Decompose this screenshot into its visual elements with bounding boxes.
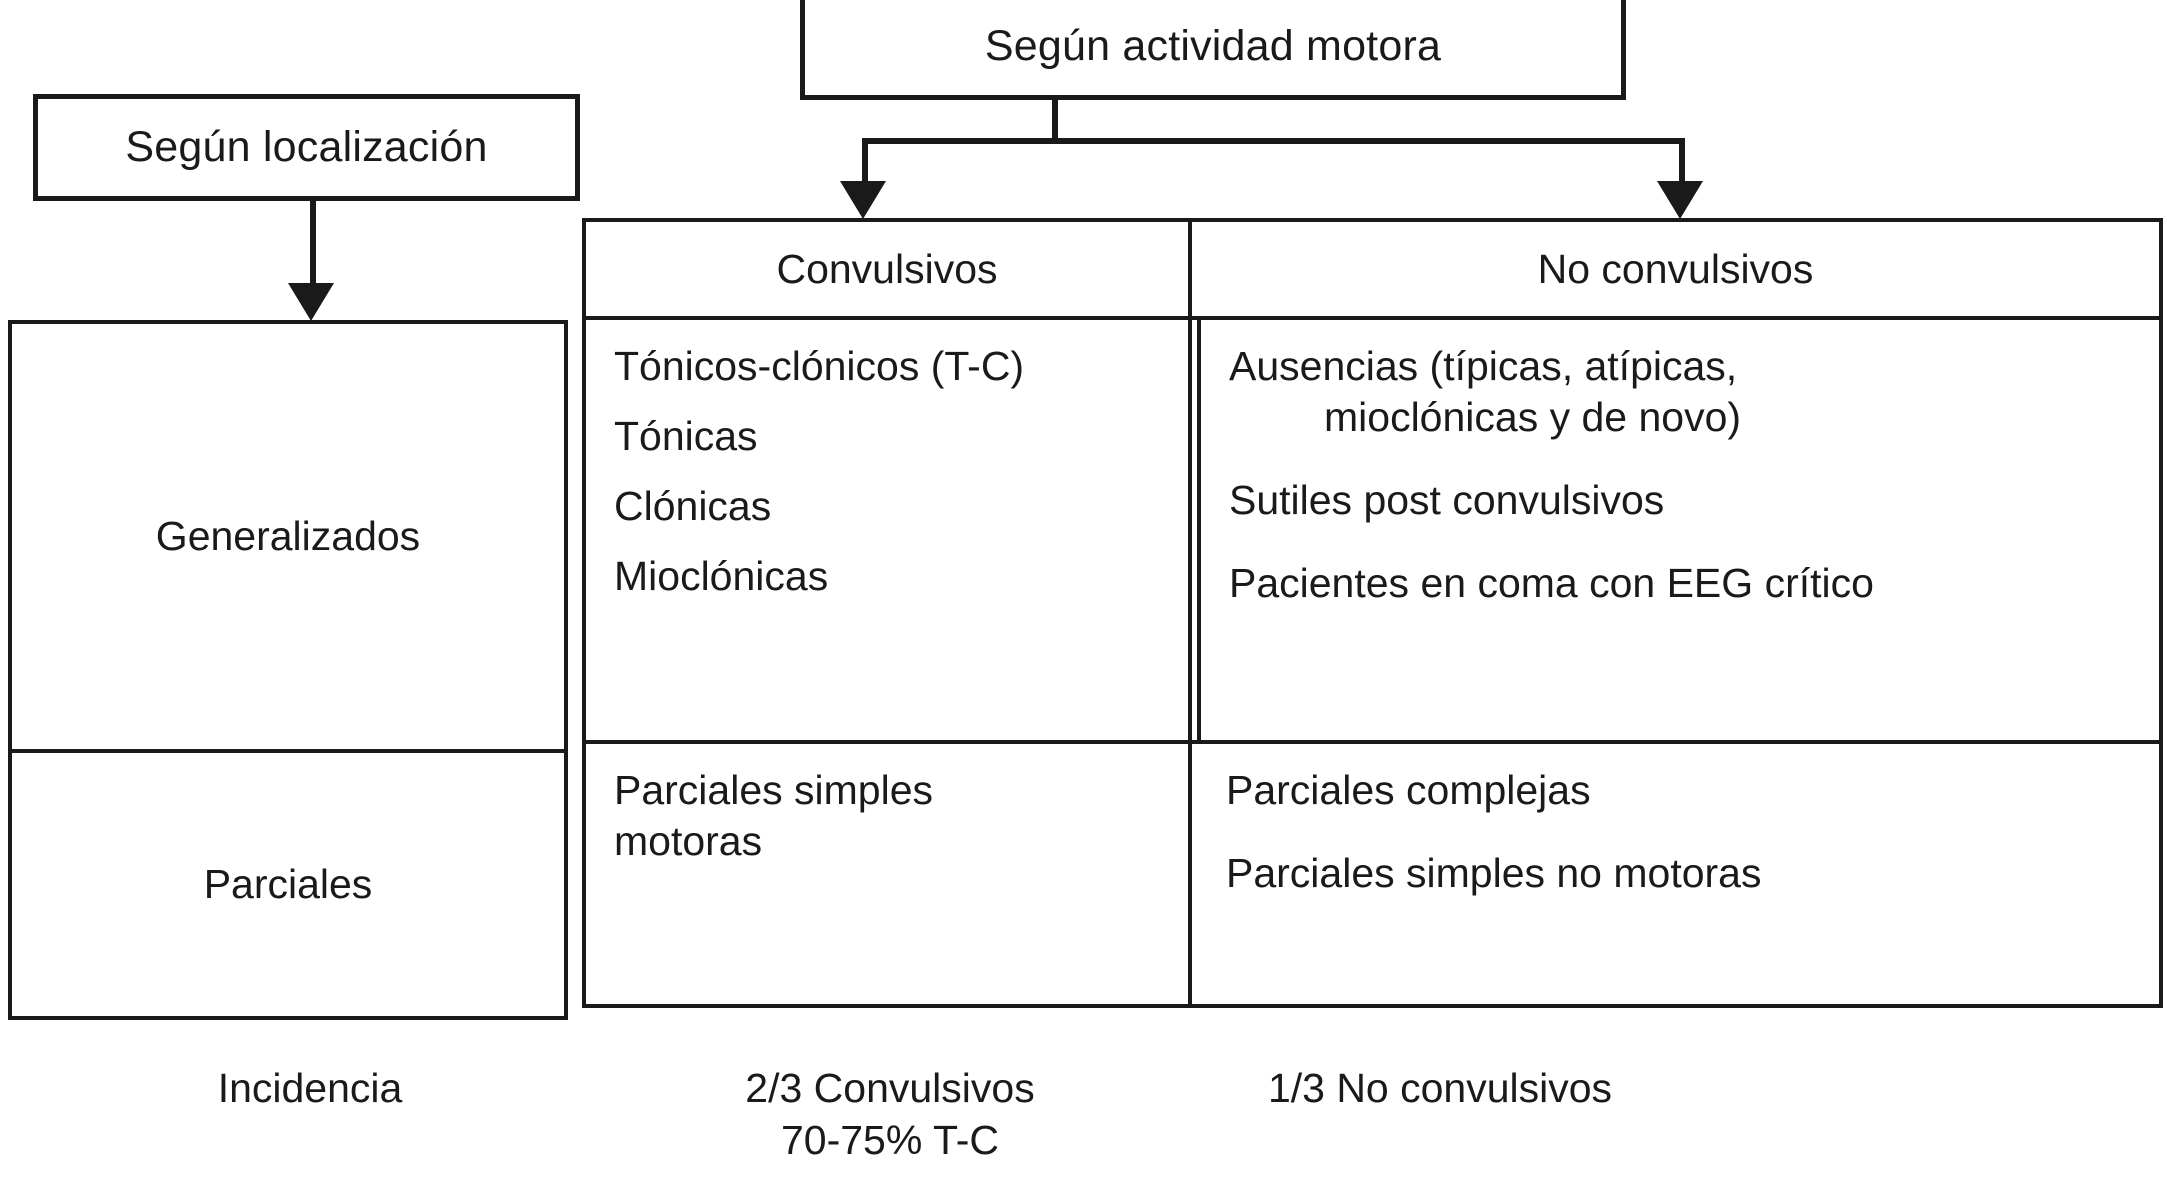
connector-actividad-stem xyxy=(1052,100,1058,142)
incidence-convulsivos-line2: 70-75% T-C xyxy=(780,1117,999,1164)
cell-parciales-no-convulsivos: Parciales complejas Parciales simples no… xyxy=(1192,744,2159,1004)
table-row-generalizados-label: Generalizados xyxy=(12,324,564,753)
list-item-continuation: mioclónicas y de novo) xyxy=(1324,394,1742,440)
column-header-convulsivos: Convulsivos xyxy=(586,222,1192,316)
header-box-actividad-motora-label: Según actividad motora xyxy=(984,22,1442,71)
cell-generalizados-no-convulsivos: Ausencias (típicas, atípicas, mioclónica… xyxy=(1197,320,2159,740)
table-header-row: Convulsivos No convulsivos xyxy=(586,222,2159,320)
list-item: Sutiles post convulsivos xyxy=(1229,477,1665,523)
table-actividad-motora: Convulsivos No convulsivos Tónicos-clóni… xyxy=(582,218,2163,1008)
arrow-down-icon-localizacion xyxy=(288,283,334,321)
list-item: Tónicos-clónicos (T-C) xyxy=(614,343,1025,389)
list-item: Parciales complejas xyxy=(1226,767,1591,813)
column-header-no-convulsivos-label: No convulsivos xyxy=(1537,245,1814,292)
list-item: Pacientes en coma con EEG crítico xyxy=(1229,560,1874,606)
cell-parciales-convulsivos: Parciales simples motoras xyxy=(586,744,1192,1004)
connector-localizacion-vertical xyxy=(310,200,316,285)
table-row-parciales-label: Parciales xyxy=(12,753,564,1016)
incidence-row: Incidencia 2/3 Convulsivos 70-75% T-C 1/… xyxy=(0,1050,2167,1177)
incidence-convulsivos: 2/3 Convulsivos 70-75% T-C xyxy=(640,1062,1140,1167)
header-box-localizacion: Según localización xyxy=(33,94,580,201)
column-header-convulsivos-label: Convulsivos xyxy=(776,245,998,292)
table-row-generalizados: Tónicos-clónicos (T-C) Tónicas Clónicas … xyxy=(586,320,2159,744)
connector-actividad-right-drop xyxy=(1679,138,1685,183)
list-item: Clónicas xyxy=(614,483,772,529)
header-box-actividad-motora: Según actividad motora xyxy=(800,0,1626,100)
list-item: Ausencias (típicas, atípicas, xyxy=(1229,343,1738,389)
cell-generalizados-convulsivos: Tónicos-clónicos (T-C) Tónicas Clónicas … xyxy=(586,320,1192,740)
list-item-continuation: motoras xyxy=(614,818,763,864)
arrow-down-icon-no-convulsivos xyxy=(1657,181,1703,219)
list-item: Parciales simples xyxy=(614,767,933,813)
cell-label-parciales: Parciales xyxy=(203,861,373,907)
incidence-label: Incidencia xyxy=(217,1065,403,1111)
table-localizacion: Generalizados Parciales xyxy=(8,320,568,1020)
incidence-convulsivos-line1: 2/3 Convulsivos xyxy=(745,1065,1035,1111)
cell-label-generalizados: Generalizados xyxy=(155,513,421,559)
header-box-localizacion-label: Según localización xyxy=(125,122,488,171)
list-item: Mioclónicas xyxy=(614,553,829,599)
connector-actividad-left-drop xyxy=(862,138,868,183)
table-row-parciales: Parciales simples motoras Parciales comp… xyxy=(586,744,2159,1004)
list-item: Parciales simples no motoras xyxy=(1226,850,1762,896)
incidence-no-convulsivos: 1/3 No convulsivos xyxy=(1267,1065,1613,1111)
arrow-down-icon-convulsivos xyxy=(840,181,886,219)
connector-actividad-crossbar xyxy=(862,138,1685,144)
list-item: Tónicas xyxy=(614,413,758,459)
column-header-no-convulsivos: No convulsivos xyxy=(1192,222,2159,316)
